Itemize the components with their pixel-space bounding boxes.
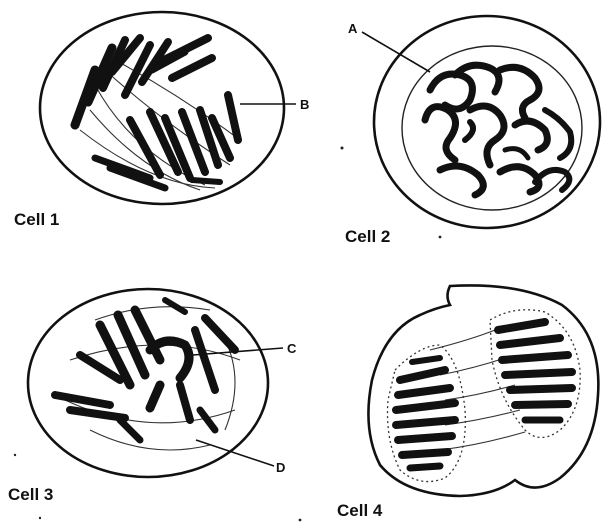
cell-4-left-nucleus [388, 345, 466, 482]
marker-a: A [348, 21, 358, 36]
marker-d: D [276, 460, 285, 475]
cell-2-label: Cell 2 [345, 227, 390, 246]
cell-4-label: Cell 4 [337, 501, 383, 520]
cell-4: Cell 4 [337, 285, 598, 520]
scan-specks [14, 147, 442, 522]
cell-3-label: Cell 3 [8, 485, 53, 504]
cell-2: A Cell 2 [345, 16, 600, 246]
cell-1: B Cell 1 [14, 12, 309, 229]
cell-1-label: Cell 1 [14, 210, 59, 229]
marker-b: B [300, 97, 309, 112]
cell-3-chromosomes [55, 300, 235, 440]
cell-2-membrane [374, 16, 600, 228]
marker-c: C [287, 341, 297, 356]
pointer-d [196, 440, 274, 466]
cell-3: C D Cell 3 [8, 289, 297, 504]
cell-2-chromatin [425, 65, 571, 195]
cell-4-right-nucleus [490, 310, 580, 438]
